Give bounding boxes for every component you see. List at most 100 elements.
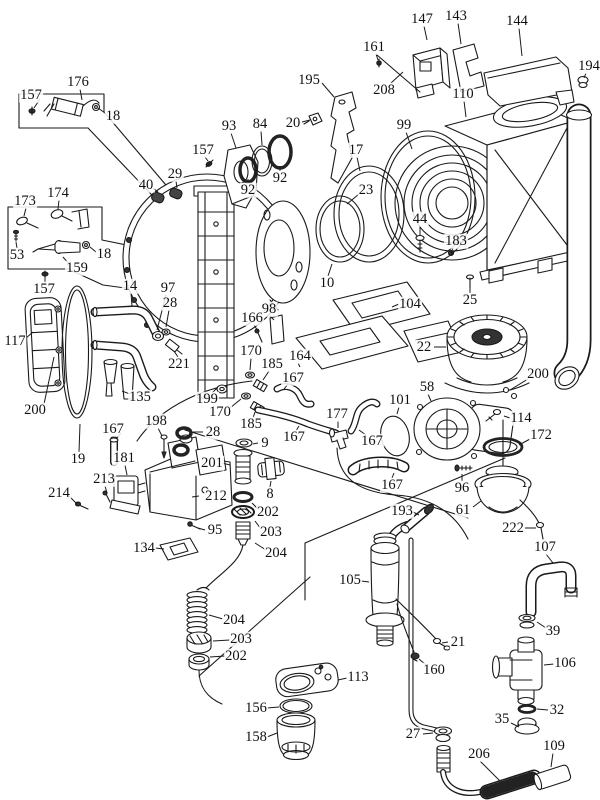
drain-fittings [433,726,572,800]
part-callout-167: 167 [380,476,404,493]
part-callout-99: 99 [395,116,413,133]
part-callout-204: 204 [264,544,288,561]
part-callout-19: 19 [69,450,87,467]
part-callout-198: 198 [144,412,168,429]
part-callout-195: 195 [297,71,321,88]
part-callout-212: 212 [204,487,228,504]
part-callout-221: 221 [167,355,191,372]
part-callout-98: 98 [260,300,278,317]
part-callout-159: 159 [65,259,89,276]
part-callout-14: 14 [121,277,139,294]
part-callout-147: 147 [410,10,434,27]
part-callout-164: 164 [288,347,312,364]
part-callout-203: 203 [259,523,283,540]
part-callout-204: 204 [222,611,246,628]
part-callout-183: 183 [444,232,468,249]
part-callout-23: 23 [357,181,375,198]
part-callout-114: 114 [509,409,533,426]
part-callout-222: 222 [501,519,525,536]
part-callout-22: 22 [415,338,433,355]
part-callout-185: 185 [260,355,284,372]
part-callout-203: 203 [229,630,253,647]
part-callout-53: 53 [8,246,26,263]
part-callout-206: 206 [467,745,491,762]
part-callout-105: 105 [338,571,362,588]
part-callout-92: 92 [271,169,289,186]
part-callout-174: 174 [46,184,70,201]
part-callout-202: 202 [256,503,280,520]
part-callout-39: 39 [544,622,562,639]
part-callout-194: 194 [577,57,600,74]
part-callout-35: 35 [493,710,511,727]
part-callout-176: 176 [66,73,90,90]
part-callout-25: 25 [461,291,479,308]
part-callout-106: 106 [553,654,577,671]
part-callout-185: 185 [239,415,263,432]
water-inlet-assembly [365,503,451,733]
burner-gasket-rings [315,130,476,264]
funnel-parts [103,358,135,400]
part-callout-113: 113 [346,668,370,685]
part-callout-157: 157 [19,86,43,103]
door-gasket-oval [61,285,93,419]
part-callout-143: 143 [444,7,468,24]
part-callout-170: 170 [239,342,263,359]
part-callout-170: 170 [208,403,232,420]
part-callout-93: 93 [220,117,238,134]
part-callout-199: 199 [195,390,219,407]
assembly-frames [7,93,506,677]
gas-valve [74,426,285,589]
part-callout-167: 167 [282,428,306,445]
part-callout-92: 92 [239,181,257,198]
part-callout-96: 96 [453,479,471,496]
part-callout-173: 173 [13,192,37,209]
part-callout-214: 214 [47,484,71,501]
outlet-pipe-group [491,561,578,735]
part-callout-101: 101 [388,391,412,408]
part-callout-200: 200 [23,401,47,418]
part-callout-110: 110 [451,85,475,102]
part-callout-161: 161 [362,38,386,55]
part-callout-32: 32 [548,701,566,718]
top-brackets [303,43,575,184]
part-callout-167: 167 [101,420,125,437]
part-callout-107: 107 [533,538,557,555]
combustion-door-panel [24,297,66,393]
part-callout-201: 201 [200,454,224,471]
water-tube-14 [90,305,228,394]
flue-elbow [553,103,593,390]
condensate-dome [454,408,545,540]
part-callout-135: 135 [128,388,152,405]
part-callout-17: 17 [347,141,365,158]
part-callout-27: 27 [404,725,422,742]
part-callout-28: 28 [204,423,222,440]
part-callout-167: 167 [281,369,305,386]
part-callout-158: 158 [244,728,268,745]
part-callout-18: 18 [95,245,113,262]
part-callout-200: 200 [526,365,550,382]
mounting-plate [122,173,292,399]
part-callout-8: 8 [265,485,275,502]
blower-motor [444,314,530,400]
part-callout-177: 177 [325,405,349,422]
part-callout-181: 181 [112,449,136,466]
injector-stack [186,586,223,705]
part-callout-166: 166 [240,309,264,326]
part-callout-28: 28 [161,294,179,311]
part-callout-9: 9 [260,434,270,451]
drain-plate-group [275,662,339,761]
ignition-electrode-assembly [28,96,101,117]
part-callout-109: 109 [542,737,566,754]
part-callout-44: 44 [411,210,429,227]
part-callout-202: 202 [224,647,248,664]
part-callout-10: 10 [318,274,336,291]
part-callout-97: 97 [159,279,177,296]
heat-exchanger [394,75,589,289]
part-callout-58: 58 [418,378,436,395]
part-callout-104: 104 [398,295,422,312]
burner-front-plate [255,200,311,311]
part-callout-193: 193 [390,502,414,519]
part-callout-172: 172 [529,426,553,443]
